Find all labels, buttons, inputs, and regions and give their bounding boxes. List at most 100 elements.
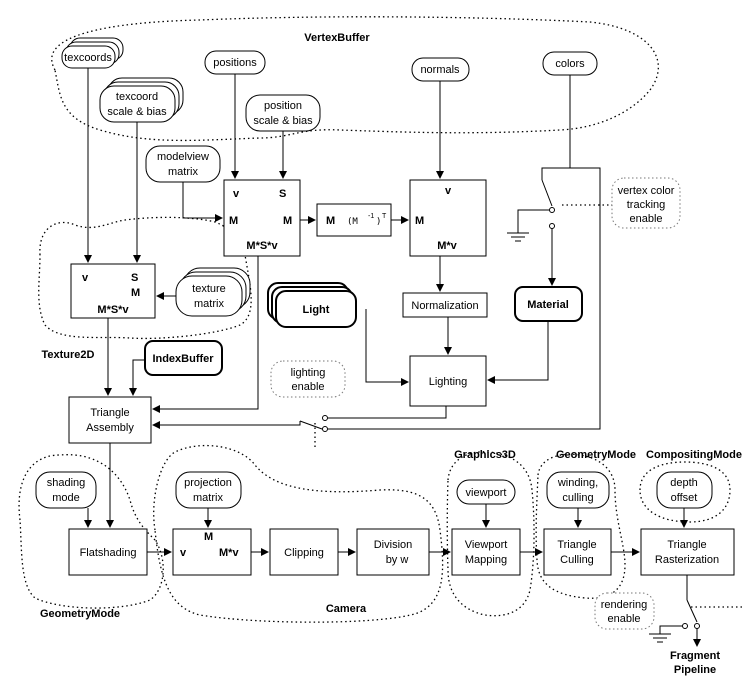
- svg-text:offset: offset: [671, 492, 698, 504]
- division-block: Division by w: [356, 528, 430, 576]
- normal-transform-block: v M M*v: [409, 179, 487, 257]
- shading-mode-input: shading mode: [35, 471, 97, 509]
- svg-text:scale & bias: scale & bias: [253, 115, 313, 127]
- svg-text:M*S*v: M*S*v: [97, 304, 129, 316]
- svg-text:Clipping: Clipping: [284, 547, 324, 559]
- flatshading-block: Flatshading: [68, 528, 148, 576]
- svg-text:enable: enable: [291, 381, 324, 393]
- light-block: Light: [267, 282, 357, 328]
- svg-text:enable: enable: [629, 213, 662, 225]
- svg-text:modelview: modelview: [157, 151, 209, 163]
- colors-input: colors: [542, 51, 598, 76]
- winding-culling-input: winding, culling: [546, 471, 610, 509]
- svg-text:Material: Material: [527, 299, 569, 311]
- rendering-enable-note: rendering enable: [594, 592, 655, 630]
- compositing-mode-group-label: CompositingMode: [646, 449, 742, 461]
- svg-text:v: v: [233, 188, 240, 200]
- svg-text:normals: normals: [420, 64, 460, 76]
- inverse-transpose-block: M (M -1 ) T: [316, 203, 392, 237]
- svg-text:v: v: [180, 547, 187, 559]
- svg-text:Viewport: Viewport: [465, 539, 508, 551]
- svg-text:winding,: winding,: [557, 477, 598, 489]
- viewport-input: viewport: [456, 479, 516, 505]
- svg-text:T: T: [382, 213, 387, 220]
- connectors: [84, 68, 745, 647]
- svg-text:M: M: [204, 531, 213, 543]
- svg-text:M: M: [283, 215, 292, 227]
- svg-text:projection: projection: [184, 477, 232, 489]
- geometry-mode-right-group-outline: [535, 453, 626, 599]
- svg-text:matrix: matrix: [194, 298, 224, 310]
- svg-text:Assembly: Assembly: [86, 422, 134, 434]
- depth-offset-input: depth offset: [656, 471, 713, 509]
- svg-text:lighting: lighting: [291, 367, 326, 379]
- svg-text:position: position: [264, 100, 302, 112]
- svg-text:(M: (M: [347, 217, 358, 227]
- fragment-pipeline-label: Fragment: [670, 650, 720, 662]
- projection-block: M v M*v: [172, 528, 252, 576]
- camera-group-outline: [153, 444, 444, 623]
- svg-text:Lighting: Lighting: [429, 376, 468, 388]
- svg-text:M*v: M*v: [437, 240, 457, 252]
- vertex-color-tracking-note: vertex color tracking enable: [611, 177, 681, 229]
- svg-text:Normalization: Normalization: [411, 300, 478, 312]
- svg-text:): ): [376, 217, 381, 227]
- geometry-mode-right-group-label: GeometryMode: [556, 449, 636, 461]
- svg-text:Division: Division: [374, 539, 413, 551]
- svg-text:Rasterization: Rasterization: [655, 554, 719, 566]
- normals-input: normals: [411, 57, 470, 82]
- lighting-enable-note: lighting enable: [270, 360, 346, 398]
- texcoord-transform-block: v S M M*S*v: [70, 263, 156, 319]
- svg-text:viewport: viewport: [466, 487, 507, 499]
- svg-text:Light: Light: [303, 304, 330, 316]
- graphics3d-group-label: Graphics3D: [454, 449, 516, 461]
- vertex-buffer-group-label: VertexBuffer: [304, 32, 370, 44]
- svg-text:M*S*v: M*S*v: [246, 240, 278, 252]
- svg-text:S: S: [279, 188, 286, 200]
- triangle-assembly-block: Triangle Assembly: [68, 396, 152, 444]
- svg-text:scale & bias: scale & bias: [107, 106, 167, 118]
- normalization-block: Normalization: [402, 292, 488, 318]
- svg-text:S: S: [131, 272, 138, 284]
- camera-group-label: Camera: [326, 603, 367, 615]
- svg-text:Triangle: Triangle: [557, 539, 596, 551]
- texcoords-input: texcoords: [61, 37, 124, 69]
- svg-text:IndexBuffer: IndexBuffer: [152, 353, 214, 365]
- svg-text:texcoords: texcoords: [64, 52, 112, 64]
- triangle-culling-block: Triangle Culling: [543, 528, 612, 576]
- svg-text:rendering: rendering: [601, 599, 647, 611]
- texture-matrix-input: texture matrix: [175, 267, 251, 317]
- svg-text:Flatshading: Flatshading: [80, 547, 137, 559]
- svg-text:Culling: Culling: [560, 554, 594, 566]
- texture2d-group-label: Texture2D: [42, 349, 95, 361]
- triangle-rasterization-block: Triangle Rasterization: [640, 528, 735, 576]
- svg-text:mode: mode: [52, 492, 80, 504]
- svg-text:culling: culling: [562, 492, 593, 504]
- texcoord-scale-bias-input: texcoord scale & bias: [99, 77, 184, 123]
- svg-text:positions: positions: [213, 57, 257, 69]
- svg-text:-1: -1: [368, 213, 374, 220]
- svg-text:M: M: [131, 287, 140, 299]
- positions-input: positions: [204, 50, 266, 75]
- svg-text:v: v: [82, 272, 89, 284]
- svg-text:texcoord: texcoord: [116, 91, 158, 103]
- svg-text:matrix: matrix: [193, 492, 223, 504]
- svg-text:M*v: M*v: [219, 547, 239, 559]
- svg-text:M: M: [229, 215, 238, 227]
- svg-text:Triangle: Triangle: [90, 407, 129, 419]
- lighting-block: Lighting: [409, 355, 487, 407]
- svg-text:v: v: [445, 185, 452, 197]
- viewport-mapping-block: Viewport Mapping: [451, 528, 521, 576]
- svg-text:Triangle: Triangle: [667, 539, 706, 551]
- svg-text:M: M: [415, 215, 424, 227]
- svg-text:shading: shading: [47, 477, 86, 489]
- svg-text:tracking: tracking: [627, 199, 666, 211]
- svg-text:vertex color: vertex color: [618, 185, 675, 197]
- svg-text:colors: colors: [555, 58, 585, 70]
- fragment-pipeline-label-line2: Pipeline: [674, 664, 716, 676]
- position-scale-bias-input: position scale & bias: [245, 94, 321, 132]
- svg-text:by w: by w: [386, 554, 409, 566]
- svg-text:depth: depth: [670, 477, 698, 489]
- svg-text:enable: enable: [607, 613, 640, 625]
